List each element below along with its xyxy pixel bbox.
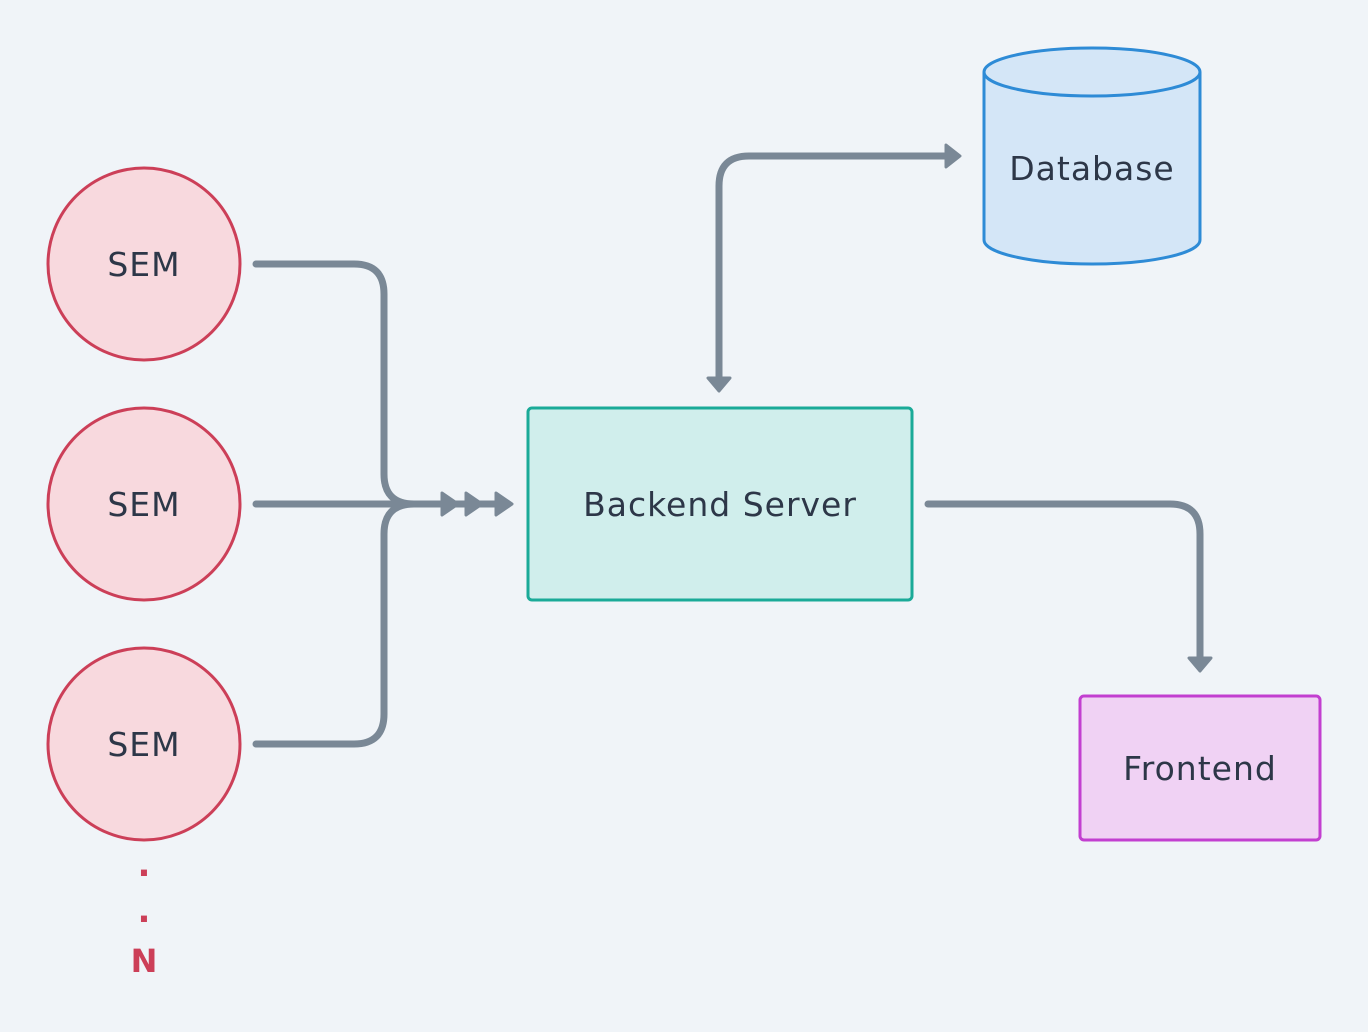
sem-node-1-label: SEM (107, 245, 180, 284)
database-label: Database (1009, 149, 1174, 188)
edge-sem-3-to-backend (252, 500, 504, 748)
frontend-node[interactable]: Frontend (1078, 694, 1322, 842)
sem-to-backend-connectors (252, 260, 514, 748)
backend-database-connector (706, 143, 962, 393)
arrowhead-sem-2 (464, 491, 484, 517)
frontend-label: Frontend (1123, 749, 1277, 788)
arrowhead-to-frontend (1187, 656, 1213, 673)
sem-node-2-shape (46, 406, 242, 602)
sem-node-3-shape (46, 646, 242, 842)
ellipsis-dot-2: . (138, 891, 151, 931)
database-node[interactable]: Database (982, 46, 1202, 266)
database-body (982, 72, 1202, 266)
edge-backend-frontend (924, 500, 1204, 662)
sem-node-1-shape (46, 166, 242, 362)
arrowhead-sem-3 (494, 491, 514, 517)
ellipsis-dot-1: . (138, 845, 151, 885)
backend-frontend-connector (924, 500, 1213, 673)
database-top (982, 46, 1202, 98)
sem-node-3[interactable]: SEM (46, 646, 242, 842)
sem-node-2[interactable]: SEM (46, 406, 242, 602)
frontend-shape (1078, 694, 1322, 842)
edge-sem-1-to-backend (252, 260, 504, 508)
backend-server-shape (526, 406, 914, 602)
backend-server-node[interactable]: Backend Server (526, 406, 914, 602)
edge-backend-database (715, 152, 950, 382)
arrowhead-to-backend (706, 376, 732, 393)
arrowhead-to-database (944, 143, 962, 169)
sem-count-label: N (131, 942, 158, 980)
sem-node-2-label: SEM (107, 485, 180, 524)
sem-count-ellipsis: . . N (131, 845, 158, 980)
arrowhead-sem-1 (440, 491, 460, 517)
backend-server-label: Backend Server (583, 485, 857, 524)
sem-node-3-label: SEM (107, 725, 180, 764)
sem-node-1[interactable]: SEM (46, 166, 242, 362)
